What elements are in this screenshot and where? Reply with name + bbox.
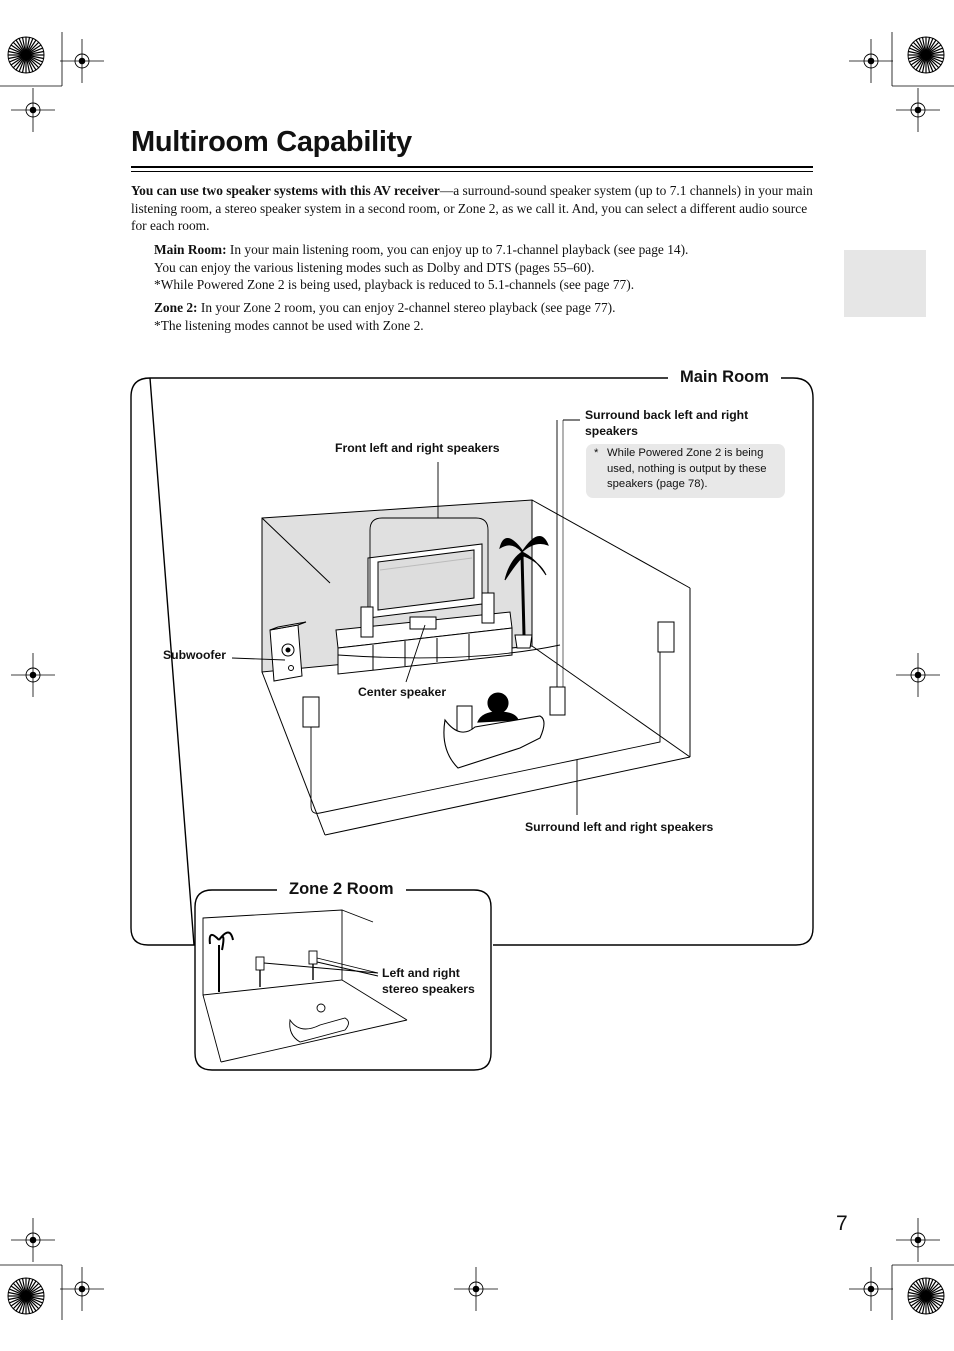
surround-back-label: Surround back left and right speakers	[585, 407, 748, 439]
zone2-room-frame	[194, 889, 492, 1071]
palm-plant	[499, 536, 549, 649]
page-number: 7	[836, 1212, 848, 1235]
page-title: Multiroom Capability	[131, 126, 412, 158]
tv	[367, 543, 483, 619]
zone2-line2: *The listening modes cannot be used with…	[154, 317, 424, 333]
front-speakers-label: Front left and right speakers	[335, 441, 500, 455]
surround-back-left-speaker	[456, 705, 473, 735]
intro-paragraph: You can use two speaker systems with thi…	[131, 182, 815, 235]
zone2-section: Zone 2: In your Zone 2 room, you can enj…	[154, 299, 814, 334]
surround-back-line2: speakers	[585, 424, 638, 438]
main-room-frame	[130, 377, 814, 946]
surround-left-speaker	[302, 696, 320, 728]
listener-sofa	[443, 692, 545, 769]
surround-right-speaker	[657, 621, 675, 653]
subwoofer	[269, 621, 307, 682]
main-room-title: Main Room	[668, 368, 781, 387]
surround-back-right-speaker	[549, 686, 566, 716]
zone2-room-drawing	[202, 909, 408, 1063]
zone2-line1: In your Zone 2 room, you can enjoy 2-cha…	[200, 300, 616, 315]
zone2-heading: Zone 2:	[154, 300, 198, 315]
note-text: While Powered Zone 2 is being used, noth…	[607, 446, 767, 493]
zone2-room-title: Zone 2 Room	[277, 880, 406, 899]
note-line3: speakers (page 78).	[607, 478, 708, 490]
zone2-speakers-line1: Left and right	[382, 966, 460, 980]
note-star: *	[594, 447, 599, 459]
tv-stand	[335, 611, 513, 675]
side-tab	[844, 250, 926, 317]
title-rule-thin	[131, 171, 813, 172]
front-right-speaker	[481, 592, 495, 624]
intro-text: —a surround-sound speaker system (up to …	[131, 183, 813, 233]
main-room-section: Main Room: In your main listening room, …	[154, 241, 814, 294]
surround-speakers-label: Surround left and right speakers	[525, 820, 714, 834]
main-room-heading: Main Room:	[154, 242, 227, 257]
zone2-speakers-label: Left and right stereo speakers	[382, 965, 475, 997]
center-speaker	[409, 616, 437, 630]
front-left-speaker	[360, 606, 374, 638]
subwoofer-label: Subwoofer	[163, 648, 226, 662]
zone2-speakers-line2: stereo speakers	[382, 982, 475, 996]
note-line1: While Powered Zone 2 is being	[607, 447, 764, 459]
main-room-line3: *While Powered Zone 2 is being used, pla…	[154, 277, 635, 292]
intro-bold: You can use two speaker systems with thi…	[131, 183, 440, 198]
main-room-line2: You can enjoy the various listening mode…	[154, 259, 595, 275]
main-room-line1: In your main listening room, you can enj…	[229, 242, 689, 257]
title-rule	[131, 166, 813, 168]
note-line2: used, nothing is output by these	[607, 462, 767, 475]
zone2-note-box: * While Powered Zone 2 is being used, no…	[586, 444, 785, 498]
center-speaker-label: Center speaker	[358, 685, 447, 699]
surround-back-line1: Surround back left and right	[585, 408, 749, 422]
